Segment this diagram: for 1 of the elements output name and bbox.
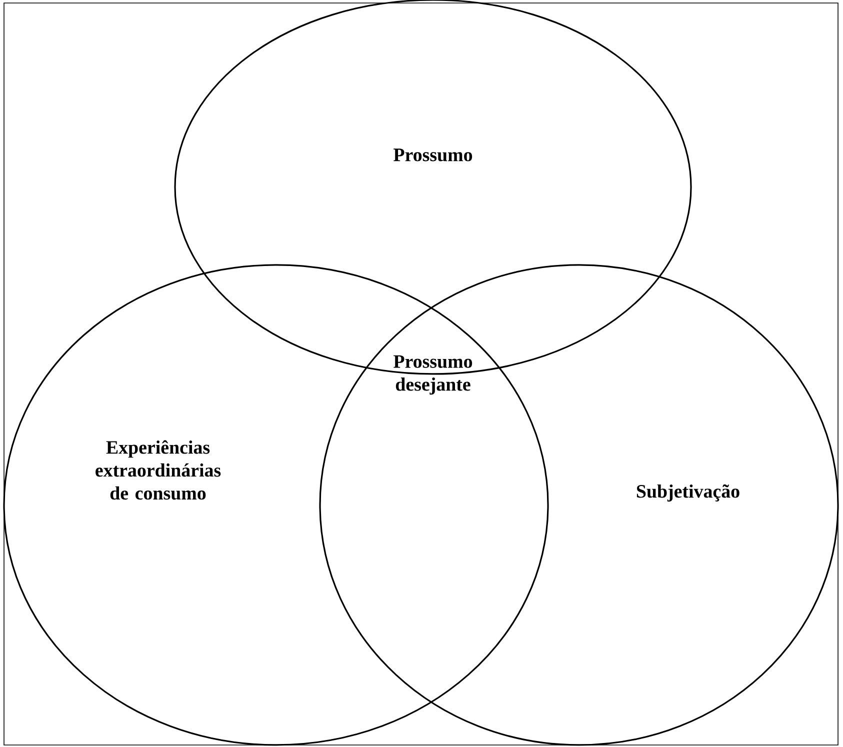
- overlap-label: Prossumo desejante: [394, 355, 472, 395]
